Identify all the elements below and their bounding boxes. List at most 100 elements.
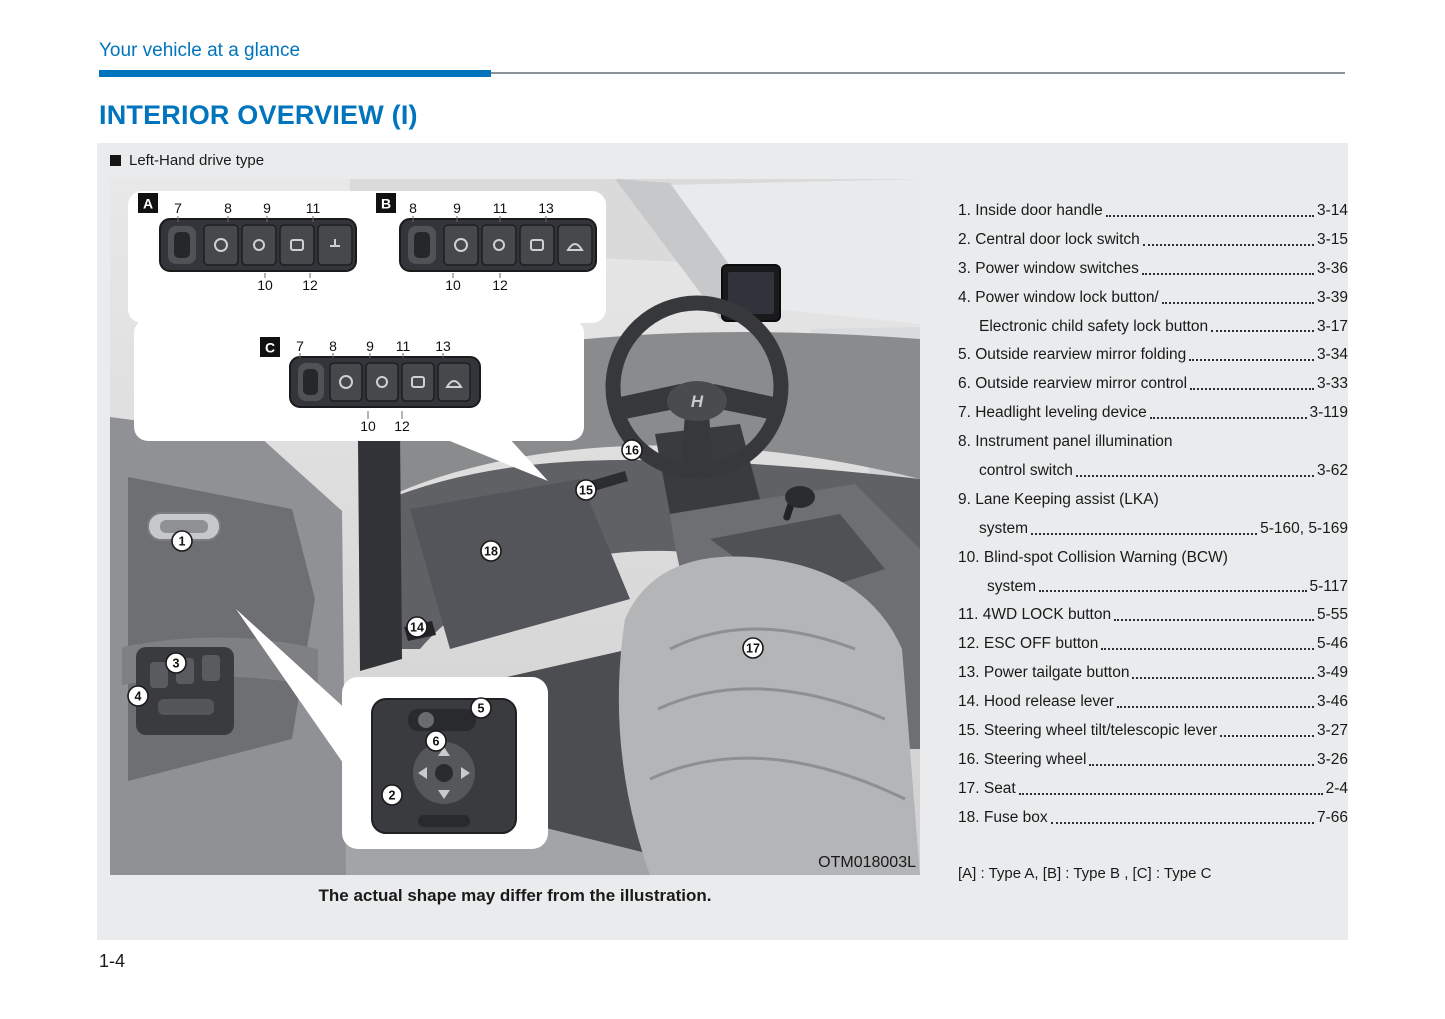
marker-5: 5 [470, 697, 492, 719]
dotted-leader [1089, 763, 1314, 766]
gear-shifter [783, 486, 815, 521]
toc-entry-text: control switch [979, 462, 1073, 480]
dotted-leader [1050, 821, 1314, 824]
header-thin-rule [491, 72, 1345, 74]
toc-entry-text: 5. Outside rearview mirror folding [958, 346, 1187, 364]
window-switch-bank [136, 647, 234, 735]
toc-entry-text: 11. 4WD LOCK button [958, 606, 1112, 624]
toc-entry-text: 17. Seat [958, 779, 1016, 797]
dotted-leader [1161, 301, 1314, 304]
door-handle [147, 512, 221, 541]
svg-text:10: 10 [445, 277, 461, 293]
dotted-leader [1190, 388, 1314, 391]
toc-entry-text: 12. ESC OFF button [958, 635, 1099, 653]
callout-tail [440, 437, 548, 481]
dotted-leader [1132, 677, 1314, 680]
toc-entry-text: 2. Central door lock switch [958, 230, 1140, 248]
svg-text:16: 16 [625, 444, 639, 458]
toc-page-ref: 3-17 [1316, 317, 1348, 335]
drive-type-text: Left-Hand drive type [129, 152, 265, 169]
dotted-leader [1141, 272, 1314, 275]
driver-seat [618, 556, 920, 875]
svg-text:8: 8 [409, 200, 417, 216]
square-bullet-icon [110, 155, 121, 166]
toc-entry-text: 6. Outside rearview mirror control [958, 375, 1188, 393]
svg-text:13: 13 [435, 338, 451, 354]
switch-button [443, 224, 479, 266]
toc-entry-text: Electronic child safety lock button [979, 317, 1209, 335]
svg-text:11: 11 [493, 200, 508, 216]
toc-line: 11. 4WD LOCK button 5-55 [958, 601, 1348, 630]
callout-b-ticks [412, 216, 547, 278]
toc-line: 2. Central door lock switch 3-15 [958, 226, 1348, 255]
marker-15: 15 [575, 479, 597, 501]
toc-entry-text: system [987, 577, 1037, 595]
toc-line: Electronic child safety lock button 3-17 [958, 313, 1348, 342]
marker-16: 16 [621, 439, 643, 461]
toc-page-ref: 5-160, 5-169 [1260, 519, 1348, 537]
toc-line: system 5-160, 5-169 [958, 515, 1348, 544]
toc-entry-text: 8. Instrument panel illumination [958, 433, 1173, 451]
callout-b-label: B [376, 193, 396, 213]
toc-entry-text: system [979, 519, 1029, 537]
switch-button [519, 224, 555, 266]
page-number: 1-4 [99, 951, 126, 971]
mirror-control-unit [371, 698, 517, 834]
zoom-callout [236, 609, 548, 849]
dotted-leader [1075, 474, 1314, 477]
toc-entry-text: 4. Power window lock button/ [958, 288, 1159, 306]
content-panel: Left-Hand drive type [97, 143, 1348, 940]
svg-text:8: 8 [224, 200, 232, 216]
svg-text:1: 1 [179, 535, 186, 549]
callout-c-ticks [299, 353, 444, 419]
toc-line: 4. Power window lock button/3-39 [958, 284, 1348, 313]
svg-text:2: 2 [389, 789, 396, 803]
toc-entry-text: 9. Lane Keeping assist (LKA) [958, 490, 1159, 508]
windshield [665, 179, 920, 324]
marker-2: 2 [381, 784, 403, 806]
svg-text:12: 12 [492, 277, 508, 293]
toc-page-ref: 7-66 [1316, 808, 1348, 826]
toc-page-ref: 3-119 [1309, 404, 1349, 422]
toc-line: 18. Fuse box 7-66 [958, 804, 1348, 833]
toc-line: 15. Steering wheel tilt/telescopic lever… [958, 717, 1348, 746]
toc-page-ref: 5-55 [1316, 606, 1348, 624]
switch-button [401, 362, 435, 402]
svg-text:9: 9 [366, 338, 374, 354]
svg-text:10: 10 [257, 277, 273, 293]
svg-text:C: C [265, 340, 275, 356]
svg-text:A: A [143, 196, 153, 212]
header-accent-rule [99, 70, 491, 77]
switch-button [365, 362, 399, 402]
dotted-leader [1018, 792, 1323, 795]
svg-text:15: 15 [579, 484, 593, 498]
svg-text:12: 12 [394, 418, 410, 434]
svg-text:14: 14 [410, 621, 424, 635]
toc-entry-text: 18. Fuse box [958, 808, 1048, 826]
toc-entry-text: 13. Power tailgate button [958, 664, 1130, 682]
dotted-leader [1189, 359, 1314, 362]
svg-text:11: 11 [396, 338, 411, 354]
svg-text:12: 12 [302, 277, 318, 293]
image-code: OTM018003L [818, 854, 916, 871]
toc-line: 10. Blind-spot Collision Warning (BCW) [958, 544, 1348, 573]
toc-line: 8. Instrument panel illumination [958, 428, 1348, 457]
switch-button [329, 362, 363, 402]
toc-entry-text: 15. Steering wheel tilt/telescopic lever [958, 722, 1218, 740]
dotted-leader [1105, 214, 1314, 217]
dotted-leader [1031, 532, 1258, 535]
toc-page-ref: 3-27 [1316, 722, 1348, 740]
toc-entry-text: 3. Power window switches [958, 259, 1139, 277]
switch-button [481, 224, 517, 266]
toc-page-ref: 3-15 [1316, 230, 1348, 248]
marker-1: 1 [171, 530, 193, 552]
